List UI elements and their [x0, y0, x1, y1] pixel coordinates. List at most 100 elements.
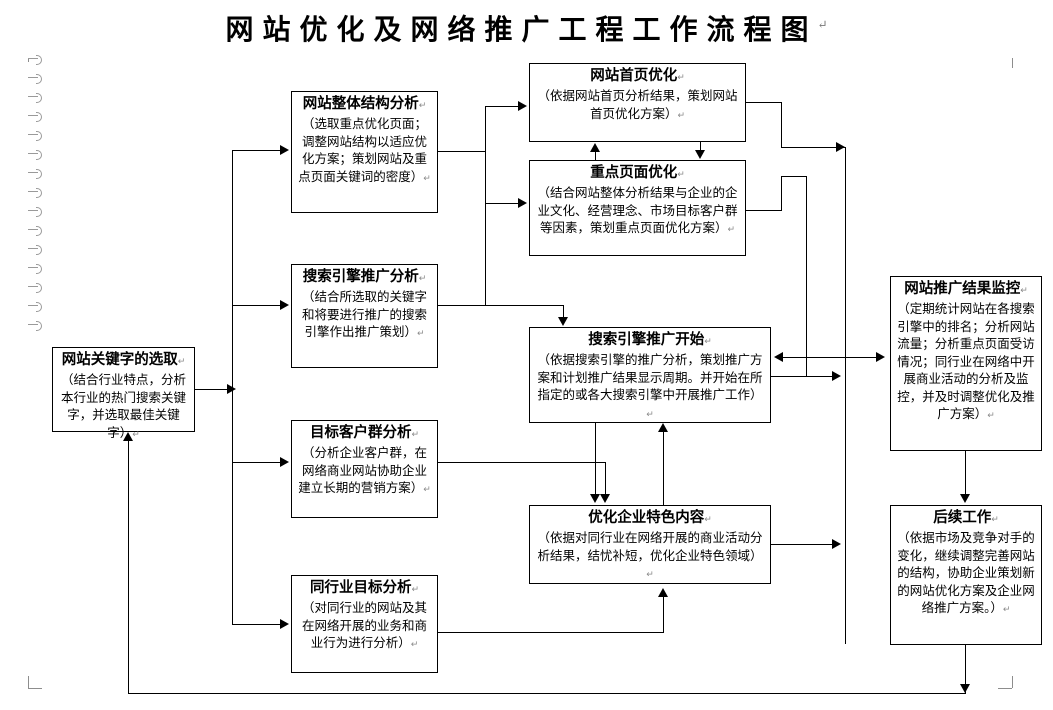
node-keyword-selection-desc: （结合行业特点，分析本行业的热门搜索关键字，并选取最佳关键字）↵	[60, 372, 186, 440]
edge-site-structure-out	[438, 151, 486, 152]
edge-follow-up-down	[965, 645, 966, 693]
node-follow-up-work-desc: （依据市场及竞争对手的变化，继续调整完善网站的结构，协助企业策划新的网站优化方案…	[897, 530, 1035, 615]
arrowhead-featured-to-collector	[832, 539, 841, 549]
margin-corner-bottom-left-h	[28, 688, 42, 689]
page-title-text: 网站优化及网络推广工程工作流程图	[225, 13, 818, 46]
node-site-structure-analysis[interactable]: 网站整体结构分析↵ （选取重点优化页面；调整网站结构以适应优化方案；策划网站及重…	[291, 91, 438, 213]
edge-featured-to-se-start	[663, 430, 664, 505]
node-target-customer-analysis-desc: （分析企业客户群，在网络商业网站协助企业建立长期的营销方案）↵	[298, 445, 431, 495]
node-peer-industry-analysis-title: 同行业目标分析↵	[309, 580, 420, 596]
node-search-engine-promo-analysis-desc: （结合所选取的关键字和将要进行推广的搜索引擎作出推广策划）↵	[301, 289, 427, 339]
edge-monitoring-to-follow-up	[965, 451, 966, 495]
edge-collector-back-to-se-start	[781, 357, 845, 358]
edge-homepage-right	[746, 102, 782, 103]
node-search-engine-promo-start-title: 搜索引擎推广开始↵	[588, 332, 712, 348]
arrowhead-keyword-to-bus	[227, 384, 236, 394]
edge-se-start-to-featured	[595, 423, 596, 495]
edge-peer-industry-up	[663, 595, 664, 632]
edge-target-customer-down	[605, 462, 606, 495]
node-promo-result-monitoring-title: 网站推广结果监控↵	[904, 281, 1028, 297]
node-search-engine-promo-analysis[interactable]: 搜索引擎推广分析↵ （结合所选取的关键字和将要进行推广的搜索引擎作出推广策划）↵	[291, 264, 438, 368]
node-site-structure-analysis-desc: （选取重点优化页面；调整网站结构以适应优化方案；策划网站及重点页面关键词的密度）…	[298, 116, 431, 184]
edge-collector-to-monitoring	[845, 357, 881, 358]
edge-key-page-right-up	[781, 176, 782, 210]
edge-bus-to-se-analysis	[232, 305, 282, 306]
margin-corner-bottom-right-h	[998, 688, 1012, 689]
arrowhead-follow-up-down-bottom	[960, 684, 970, 693]
arrowhead-target-customer-to-featured	[600, 494, 610, 503]
edge-keyword-to-bus	[195, 389, 233, 390]
arrowhead-bus-to-target-customer	[280, 457, 289, 467]
node-search-engine-promo-analysis-title: 搜索引擎推广分析↵	[302, 269, 427, 285]
edge-bus-to-target-customer	[232, 462, 282, 463]
edge-feedback-up-to-keyword	[128, 440, 129, 693]
edge-bus-to-peer-industry	[232, 624, 282, 625]
node-homepage-optimization[interactable]: 网站首页优化↵ （依据网站首页分析结果，策划网站首页优化方案）↵	[529, 63, 746, 142]
node-follow-up-work[interactable]: 后续工作↵ （依据市场及竞争对手的变化，继续调整完善网站的结构，协助企业策划新的…	[890, 505, 1042, 645]
edge-split-to-key-page	[485, 203, 522, 204]
node-promo-result-monitoring-desc: （定期统计网站在各搜索引擎中的排名；分析网站流量；分析重点页面受访情况；同行业在…	[897, 301, 1035, 421]
node-key-page-optimization-desc: （结合网站整体分析结果与企业的企业文化、经营理念、市场目标客户群等因素，策划重点…	[537, 185, 738, 235]
margin-rule-left	[28, 58, 29, 62]
edge-se-analysis-down	[563, 305, 564, 319]
edge-homepage-merge	[781, 147, 846, 148]
page-title: 网站优化及网络推广工程工作流程图↵	[0, 8, 1053, 48]
arrowhead-collector-back-to-se-start	[774, 352, 783, 362]
arrowhead-homepage-merge	[836, 142, 845, 152]
arrowhead-se-start-to-featured	[590, 494, 600, 503]
arrowhead-homepage-to-key-page	[695, 150, 705, 159]
node-optimize-featured-content[interactable]: 优化企业特色内容↵ （依据对同行业在网络开展的商业活动分析结果，结忧补短，优化企…	[529, 505, 771, 584]
arrowhead-bus-to-peer-industry	[280, 619, 289, 629]
node-homepage-optimization-desc: （依据网站首页分析结果，策划网站首页优化方案）↵	[537, 88, 738, 121]
arrowhead-collector-to-monitoring	[876, 352, 885, 362]
node-optimize-featured-content-desc: （依据对同行业在网络开展的商业活动分析结果，结忧补短，优化企业特色领域）↵	[537, 530, 763, 580]
node-peer-industry-analysis[interactable]: 同行业目标分析↵ （对同行业的网站及其在网络开展的业务和商业行为进行分析）↵	[291, 575, 438, 673]
arrowhead-bus-to-se-analysis	[280, 300, 289, 310]
arrowhead-se-analysis-to-start	[558, 317, 568, 326]
edge-bus-to-site-structure	[232, 150, 282, 151]
arrowhead-featured-to-se-start	[658, 423, 668, 432]
node-follow-up-work-title: 后续工作↵	[933, 510, 999, 526]
margin-corner-bottom-right	[1012, 676, 1013, 688]
edge-key-page-merge	[781, 176, 807, 177]
paragraph-mark: ↵	[817, 17, 828, 32]
node-search-engine-promo-start-desc: （依据搜索引擎的推广分析，策划推广方案和计划推广结果显示周期。并开始在所指定的或…	[537, 352, 763, 420]
node-target-customer-analysis-title: 目标客户群分析↵	[309, 425, 420, 441]
margin-corner-top-right	[1012, 58, 1013, 68]
node-optimize-featured-content-title: 优化企业特色内容↵	[588, 510, 712, 526]
edge-peer-industry-out	[438, 632, 664, 633]
edge-feedback-bottom	[128, 693, 966, 694]
edge-homepage-right-down	[781, 102, 782, 147]
node-key-page-optimization-title: 重点页面优化↵	[590, 165, 685, 181]
arrowhead-peer-industry-to-featured	[658, 588, 668, 597]
edge-right-collector-bus	[845, 147, 846, 644]
edge-se-analysis-out	[438, 305, 564, 306]
edge-key-page-to-homepage	[595, 150, 596, 161]
arrowhead-se-start-to-collector	[832, 371, 841, 381]
edge-split-to-homepage	[485, 106, 522, 107]
edge-featured-to-collector	[771, 544, 839, 545]
margin-corner-bottom-left	[28, 676, 29, 688]
arrowhead-split-to-homepage	[518, 101, 527, 111]
node-target-customer-analysis[interactable]: 目标客户群分析↵ （分析企业客户群，在网络商业网站协助企业建立长期的营销方案）↵	[291, 420, 438, 518]
node-keyword-selection-title: 网站关键字的选取↵	[61, 352, 186, 368]
node-search-engine-promo-start[interactable]: 搜索引擎推广开始↵ （依据搜索引擎的推广分析，策划推广方案和计划推广结果显示周期…	[529, 327, 771, 423]
arrowhead-key-page-to-homepage	[590, 143, 600, 152]
edge-se-start-to-collector	[771, 376, 839, 377]
node-keyword-selection[interactable]: 网站关键字的选取↵ （结合行业特点，分析本行业的热门搜索关键字，并选取最佳关键字…	[52, 347, 195, 440]
edge-key-page-merge-down	[806, 176, 807, 376]
arrowhead-split-to-key-page	[518, 198, 527, 208]
node-promo-result-monitoring[interactable]: 网站推广结果监控↵ （定期统计网站在各搜索引擎中的排名；分析网站流量；分析重点页…	[890, 276, 1042, 451]
edge-target-customer-out	[438, 462, 606, 463]
edge-key-page-right	[746, 210, 782, 211]
arrowhead-monitoring-to-follow-up	[960, 494, 970, 503]
node-homepage-optimization-title: 网站首页优化↵	[590, 68, 685, 84]
node-site-structure-analysis-title: 网站整体结构分析↵	[302, 96, 427, 112]
arrowhead-feedback-to-keyword	[123, 432, 133, 441]
arrowhead-bus-to-site-structure	[280, 145, 289, 155]
node-peer-industry-analysis-desc: （对同行业的网站及其在网络开展的业务和商业行为进行分析）↵	[301, 600, 427, 650]
spiral-binding-decor	[28, 55, 44, 331]
node-key-page-optimization[interactable]: 重点页面优化↵ （结合网站整体分析结果与企业的企业文化、经营理念、市场目标客户群…	[529, 160, 746, 256]
edge-homepage-to-key-page	[700, 142, 701, 153]
